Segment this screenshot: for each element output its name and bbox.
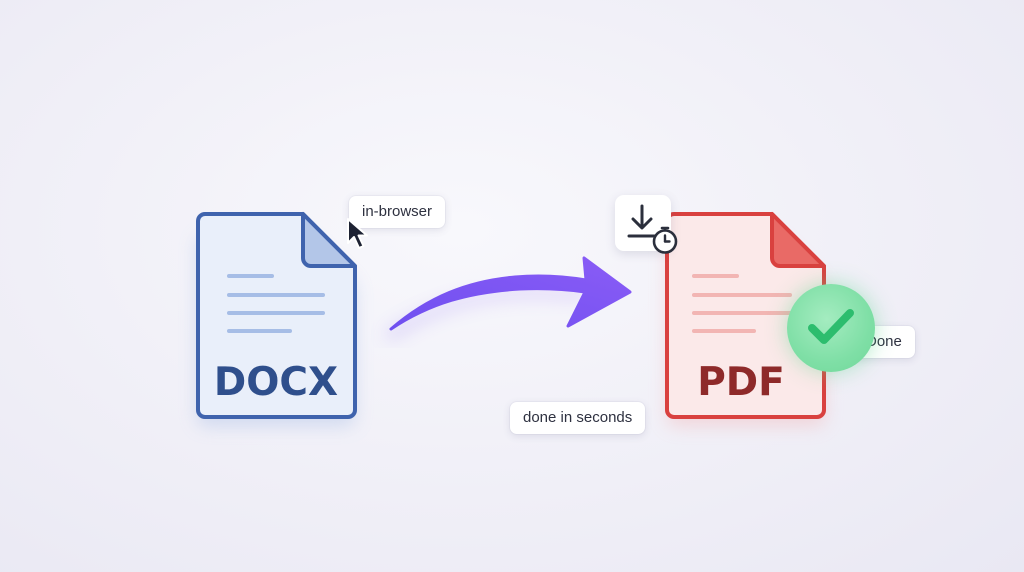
download-icon: [627, 204, 657, 238]
docx-text-lines: [227, 274, 325, 333]
pdf-text-lines: [692, 274, 792, 333]
done-in-seconds-tag: done in seconds: [510, 402, 646, 434]
stopwatch-icon: [652, 226, 678, 254]
docx-label: DOCX: [214, 360, 338, 405]
download-badge: [615, 195, 671, 251]
in-browser-tag: in-browser: [349, 196, 446, 228]
pdf-label: PDF: [697, 360, 785, 405]
check-icon: [808, 309, 854, 344]
success-badge: [787, 284, 875, 372]
mouse-pointer-icon: [347, 218, 368, 249]
pdf-document: PDF: [665, 212, 826, 426]
docx-document: DOCX: [196, 212, 357, 426]
conversion-arrow: [385, 256, 632, 340]
